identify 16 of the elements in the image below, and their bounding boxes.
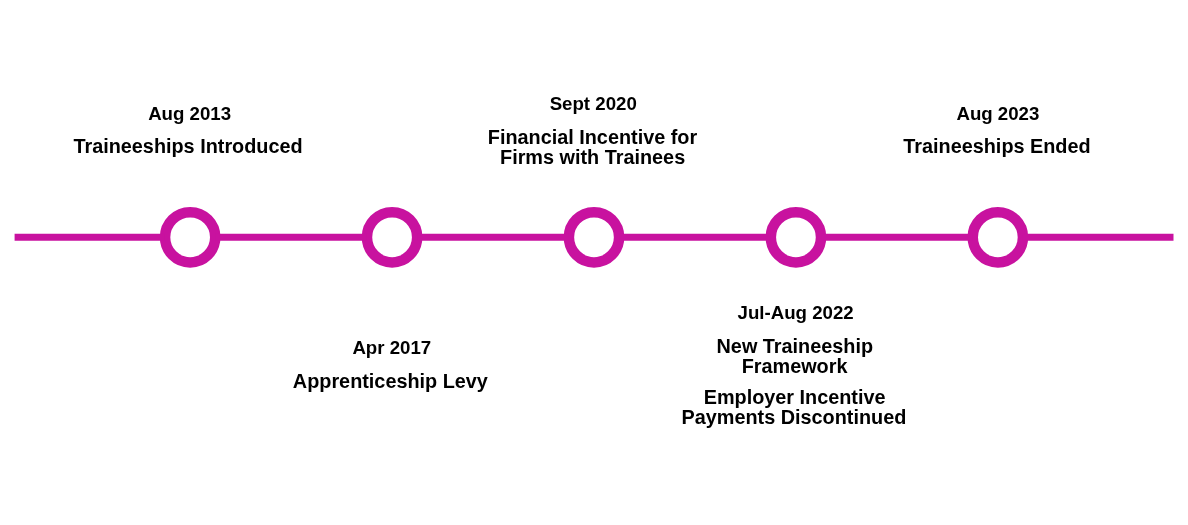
node-label: Employer Incentive Payments Discontinued xyxy=(681,385,907,428)
node-circle xyxy=(967,206,1029,268)
node-label: Traineeships Ended xyxy=(903,134,1091,157)
node-label: Apprenticeship Levy xyxy=(292,369,488,392)
node-circle xyxy=(159,206,221,268)
node-circle xyxy=(361,206,423,268)
node-label: Apr 2017 xyxy=(352,336,432,358)
node-label: Jul-Aug 2022 xyxy=(737,301,854,323)
node-label: Aug 2013 xyxy=(148,102,232,124)
node-label: Financial Incentive for Firms with Trainees xyxy=(487,125,698,168)
node-label: Aug 2023 xyxy=(956,102,1040,124)
node-circle xyxy=(563,206,625,268)
node-label: New Traineeship Framework xyxy=(716,334,874,377)
node-label: Traineeships Introduced xyxy=(73,134,303,157)
node-circle xyxy=(765,206,827,268)
node-label: Sept 2020 xyxy=(549,92,637,114)
